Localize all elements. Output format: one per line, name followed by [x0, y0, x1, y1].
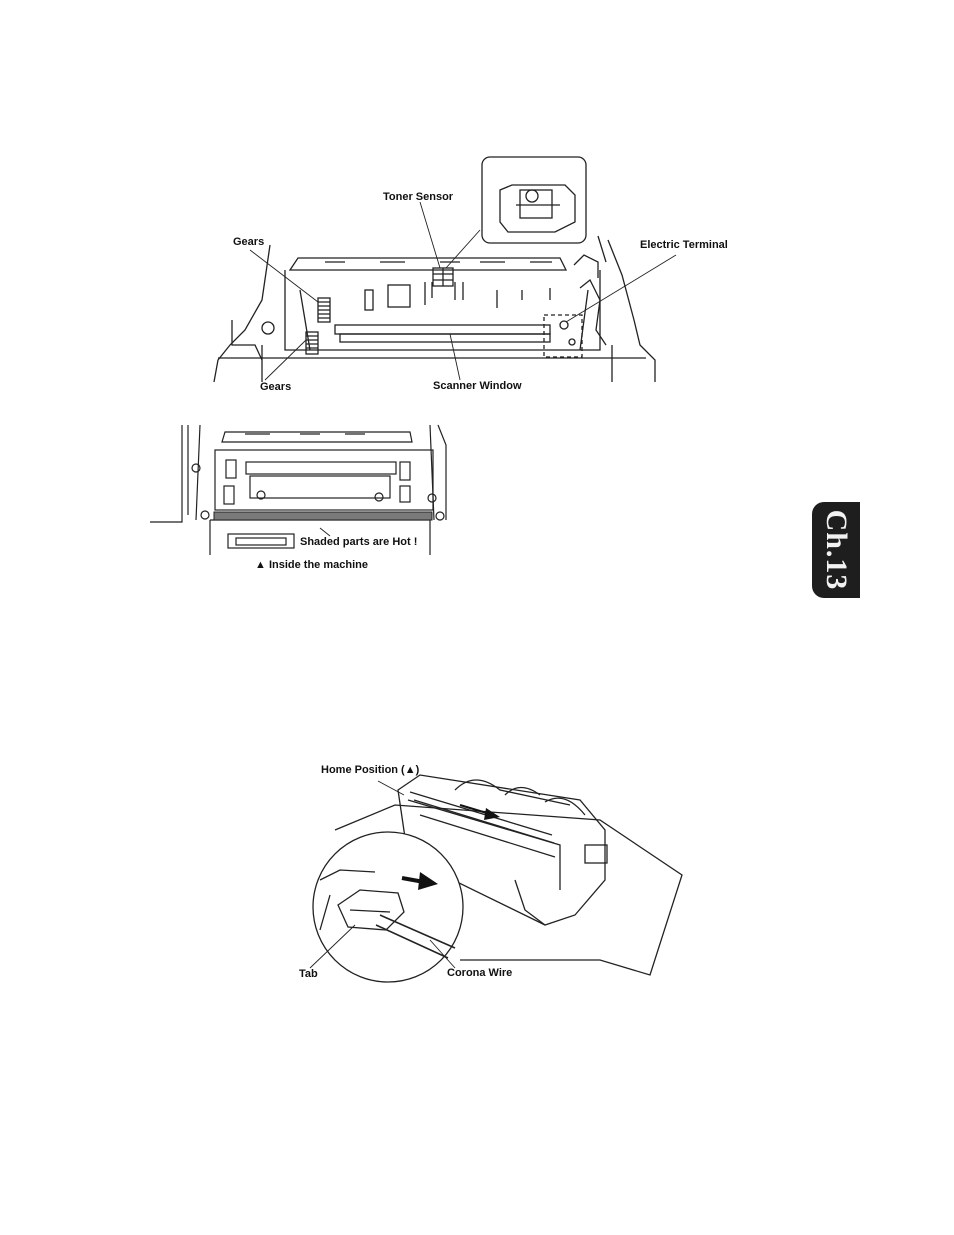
label-tab: Tab: [299, 968, 318, 980]
chapter-tab: Ch.13: [812, 502, 860, 598]
label-corona-wire: Corona Wire: [447, 967, 512, 979]
chapter-tab-label: Ch.13: [819, 510, 853, 591]
label-home-position: Home Position (▲): [321, 764, 419, 776]
